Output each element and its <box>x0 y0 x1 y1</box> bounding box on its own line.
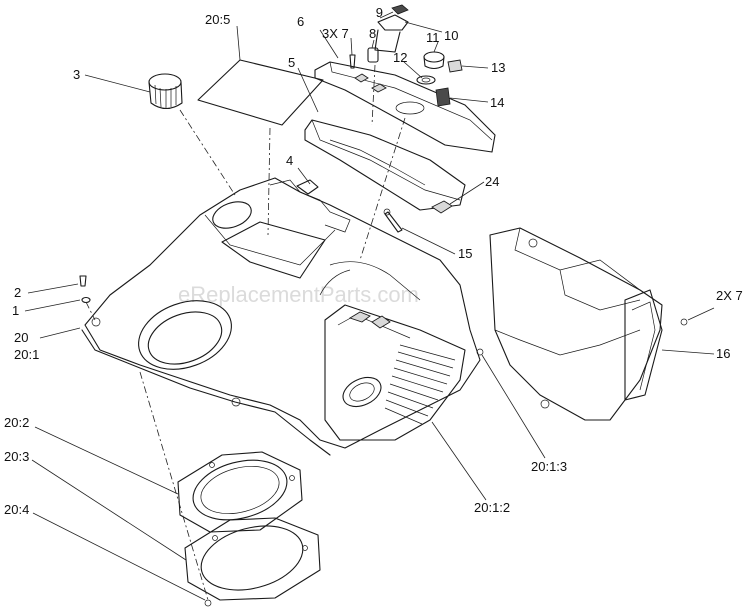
callout-4: 4 <box>286 153 293 168</box>
callout-6: 6 <box>297 14 304 29</box>
callout-14: 14 <box>490 95 504 110</box>
callout-8: 8 <box>369 26 376 41</box>
decal-part-20-5 <box>197 59 324 126</box>
callout-20-2: 20:2 <box>4 415 29 430</box>
callout-15: 15 <box>458 246 472 261</box>
callout-10: 10 <box>444 28 458 43</box>
vent-grille-part-20-1-2 <box>324 304 466 441</box>
flange-ring-part-20-2 <box>177 451 303 533</box>
plug-part-13 <box>447 59 463 73</box>
primer-part-9-10 <box>374 4 409 53</box>
alignment-lines <box>85 64 406 601</box>
leader-lines <box>24 11 715 601</box>
callout-3: 3 <box>73 67 80 82</box>
panel-part-5 <box>304 119 466 211</box>
screw-part-7-right <box>680 318 688 326</box>
callout-20-4: 20:4 <box>4 502 29 517</box>
knob-part-11 <box>423 51 445 70</box>
callout-2: 2 <box>14 285 21 300</box>
screw-part-2 <box>79 275 87 287</box>
grommet-part-12 <box>416 75 436 85</box>
callout-1: 1 <box>12 303 19 318</box>
gasket-part-20-3 <box>184 517 321 601</box>
callout-20: 20 <box>14 330 28 345</box>
screw-part-7 <box>349 54 356 69</box>
callout-24: 24 <box>485 174 499 189</box>
callout-9: 9 <box>376 5 383 20</box>
callout-16: 16 <box>716 346 730 361</box>
callout-20-1: 20:1 <box>14 347 39 362</box>
bracket-part-4 <box>296 179 319 195</box>
switch-part-14 <box>435 87 451 107</box>
shroud-housing-part-20 <box>81 177 481 456</box>
screw-part-20-4 <box>204 599 212 607</box>
callout-5: 5 <box>288 55 295 70</box>
fastener-part-8 <box>367 47 379 63</box>
dash-panel-part-6 <box>314 61 496 153</box>
fuel-cap-part-3 <box>148 73 183 110</box>
callout-11: 11 <box>426 30 440 45</box>
callout-13: 13 <box>491 60 505 75</box>
screw-part-20-1-3 <box>476 348 484 356</box>
callout-2x7: 2X 7 <box>716 288 743 303</box>
callout-20-3: 20:3 <box>4 449 29 464</box>
watermark: eReplacementParts.com <box>178 282 419 307</box>
callout-20-1-2: 20:1:2 <box>474 500 510 515</box>
callout-20-5: 20:5 <box>205 12 230 27</box>
key-part-15 <box>383 208 403 233</box>
callout-12: 12 <box>393 50 407 65</box>
switch-part-24 <box>431 200 453 214</box>
callout-labels: 9 10 6 3X 7 8 11 20:5 12 13 3 5 14 4 24 … <box>4 5 743 517</box>
callout-20-1-3: 20:1:3 <box>531 459 567 474</box>
callout-3x7: 3X 7 <box>322 26 349 41</box>
side-panel-part-16 <box>489 227 663 421</box>
washer-part-1 <box>81 296 91 304</box>
